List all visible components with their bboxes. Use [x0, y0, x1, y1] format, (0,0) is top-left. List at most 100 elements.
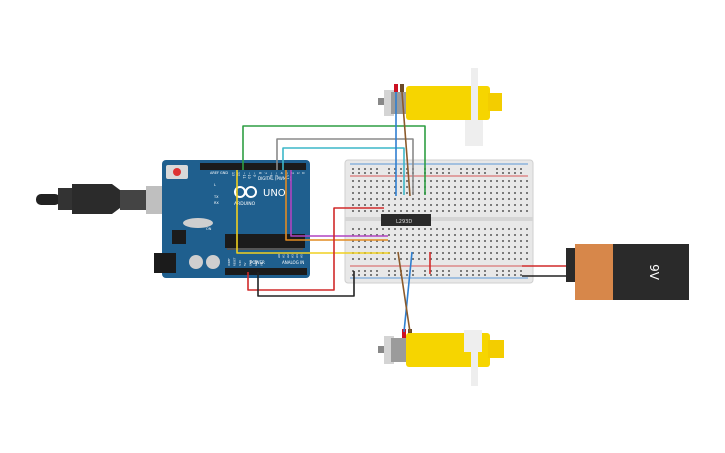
- breadboard-hole[interactable]: [478, 274, 480, 276]
- breadboard-hole[interactable]: [358, 234, 360, 236]
- breadboard-hole[interactable]: [364, 210, 366, 212]
- breadboard-hole[interactable]: [436, 204, 438, 206]
- breadboard-hole[interactable]: [364, 246, 366, 248]
- breadboard-hole[interactable]: [430, 270, 432, 272]
- breadboard-hole[interactable]: [442, 192, 444, 194]
- breadboard-hole[interactable]: [412, 228, 414, 230]
- breadboard-hole[interactable]: [388, 274, 390, 276]
- breadboard-hole[interactable]: [424, 252, 426, 254]
- breadboard-hole[interactable]: [358, 172, 360, 174]
- breadboard-hole[interactable]: [466, 198, 468, 200]
- breadboard-hole[interactable]: [424, 234, 426, 236]
- breadboard-hole[interactable]: [376, 192, 378, 194]
- breadboard-hole[interactable]: [520, 228, 522, 230]
- breadboard-hole[interactable]: [442, 240, 444, 242]
- breadboard-hole[interactable]: [370, 180, 372, 182]
- breadboard-hole[interactable]: [478, 192, 480, 194]
- breadboard-hole[interactable]: [514, 258, 516, 260]
- breadboard-hole[interactable]: [496, 252, 498, 254]
- breadboard-hole[interactable]: [514, 210, 516, 212]
- breadboard-hole[interactable]: [364, 192, 366, 194]
- breadboard-hole[interactable]: [454, 252, 456, 254]
- breadboard-hole[interactable]: [436, 172, 438, 174]
- breadboard-hole[interactable]: [400, 192, 402, 194]
- breadboard-hole[interactable]: [502, 210, 504, 212]
- breadboard-hole[interactable]: [478, 180, 480, 182]
- breadboard-hole[interactable]: [520, 240, 522, 242]
- breadboard-hole[interactable]: [496, 168, 498, 170]
- breadboard-hole[interactable]: [448, 228, 450, 230]
- breadboard-hole[interactable]: [472, 192, 474, 194]
- breadboard-hole[interactable]: [376, 198, 378, 200]
- breadboard-hole[interactable]: [430, 192, 432, 194]
- breadboard-hole[interactable]: [448, 234, 450, 236]
- breadboard-hole[interactable]: [502, 192, 504, 194]
- breadboard-hole[interactable]: [352, 240, 354, 242]
- breadboard-hole[interactable]: [502, 168, 504, 170]
- breadboard-hole[interactable]: [352, 258, 354, 260]
- breadboard-hole[interactable]: [454, 228, 456, 230]
- breadboard-hole[interactable]: [472, 270, 474, 272]
- breadboard-hole[interactable]: [460, 210, 462, 212]
- breadboard-hole[interactable]: [424, 204, 426, 206]
- breadboard-hole[interactable]: [514, 172, 516, 174]
- breadboard-hole[interactable]: [406, 204, 408, 206]
- breadboard-hole[interactable]: [412, 270, 414, 272]
- breadboard-hole[interactable]: [508, 172, 510, 174]
- breadboard-hole[interactable]: [490, 246, 492, 248]
- breadboard-hole[interactable]: [370, 274, 372, 276]
- breadboard-hole[interactable]: [376, 246, 378, 248]
- breadboard-hole[interactable]: [424, 228, 426, 230]
- breadboard-hole[interactable]: [514, 246, 516, 248]
- breadboard-hole[interactable]: [406, 240, 408, 242]
- breadboard-hole[interactable]: [388, 192, 390, 194]
- breadboard-hole[interactable]: [508, 204, 510, 206]
- breadboard-hole[interactable]: [382, 192, 384, 194]
- breadboard-hole[interactable]: [358, 228, 360, 230]
- breadboard-hole[interactable]: [400, 228, 402, 230]
- breadboard-hole[interactable]: [436, 228, 438, 230]
- breadboard-hole[interactable]: [370, 258, 372, 260]
- breadboard-hole[interactable]: [394, 258, 396, 260]
- breadboard-hole[interactable]: [418, 246, 420, 248]
- breadboard-hole[interactable]: [514, 252, 516, 254]
- breadboard-hole[interactable]: [496, 210, 498, 212]
- breadboard-hole[interactable]: [364, 204, 366, 206]
- breadboard-hole[interactable]: [454, 234, 456, 236]
- breadboard-hole[interactable]: [526, 204, 528, 206]
- arduino-uno-board[interactable]: UNO ARDUINO DIGITAL (PWM~) POWER ANALOG …: [154, 160, 310, 278]
- breadboard-hole[interactable]: [454, 246, 456, 248]
- breadboard-hole[interactable]: [358, 198, 360, 200]
- breadboard-hole[interactable]: [424, 246, 426, 248]
- breadboard-hole[interactable]: [364, 186, 366, 188]
- breadboard-hole[interactable]: [448, 240, 450, 242]
- breadboard-hole[interactable]: [460, 186, 462, 188]
- breadboard-hole[interactable]: [430, 228, 432, 230]
- breadboard-hole[interactable]: [394, 172, 396, 174]
- breadboard-hole[interactable]: [418, 252, 420, 254]
- breadboard-hole[interactable]: [406, 234, 408, 236]
- breadboard-hole[interactable]: [466, 252, 468, 254]
- breadboard-hole[interactable]: [418, 228, 420, 230]
- breadboard-hole[interactable]: [490, 180, 492, 182]
- breadboard-hole[interactable]: [520, 168, 522, 170]
- breadboard-hole[interactable]: [406, 186, 408, 188]
- breadboard-hole[interactable]: [472, 228, 474, 230]
- breadboard-hole[interactable]: [436, 274, 438, 276]
- breadboard-hole[interactable]: [472, 274, 474, 276]
- breadboard-hole[interactable]: [418, 186, 420, 188]
- breadboard-hole[interactable]: [484, 198, 486, 200]
- breadboard-hole[interactable]: [418, 240, 420, 242]
- breadboard-hole[interactable]: [376, 180, 378, 182]
- breadboard-hole[interactable]: [352, 210, 354, 212]
- breadboard-hole[interactable]: [478, 234, 480, 236]
- breadboard-hole[interactable]: [400, 168, 402, 170]
- breadboard-hole[interactable]: [364, 234, 366, 236]
- breadboard-hole[interactable]: [478, 240, 480, 242]
- breadboard-hole[interactable]: [370, 246, 372, 248]
- breadboard-hole[interactable]: [508, 258, 510, 260]
- breadboard-hole[interactable]: [466, 234, 468, 236]
- breadboard-hole[interactable]: [352, 168, 354, 170]
- breadboard-hole[interactable]: [436, 180, 438, 182]
- breadboard-hole[interactable]: [388, 198, 390, 200]
